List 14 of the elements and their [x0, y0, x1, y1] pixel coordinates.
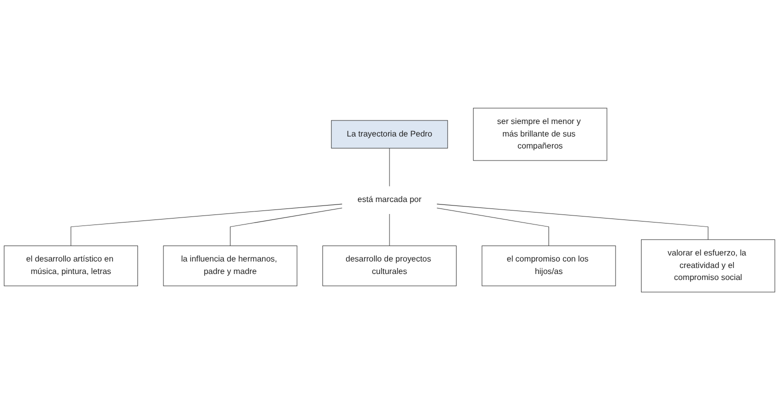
- node-box: el desarrollo artístico en música, pintura, letras: [4, 245, 138, 286]
- connector: [70, 204, 342, 246]
- node-box: la influencia de hermanos, padre y madre: [163, 245, 298, 286]
- node-box: ser siempre el menor y más brillante de sus compañeros: [473, 108, 608, 161]
- connector: [436, 204, 708, 240]
- connector: [436, 208, 550, 246]
- node-box: La trayectoria de Pedro: [331, 120, 448, 148]
- connector: [389, 148, 390, 186]
- connector: [389, 214, 390, 246]
- node-box: valorar el esfuerzo, la creatividad y el compromiso social: [641, 239, 776, 292]
- connector: [230, 208, 342, 246]
- node-text: está marcada por: [358, 195, 422, 204]
- node-box: desarrollo de proyectos culturales: [322, 245, 457, 286]
- node-box: el compromiso con los hijos/as: [482, 245, 616, 286]
